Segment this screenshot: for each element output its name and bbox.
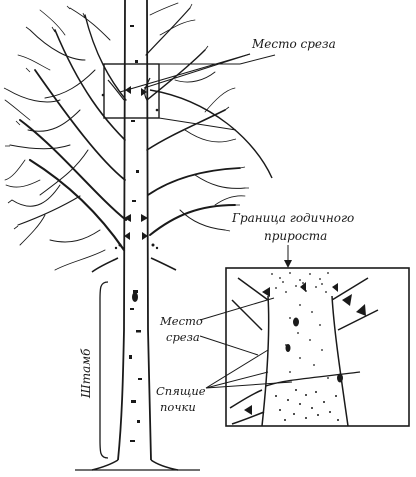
- trunk: [75, 0, 200, 471]
- label-trunk: Штамб: [79, 348, 93, 399]
- crown-branches: [4, 7, 127, 271]
- label-dormant-buds-line2: почки: [160, 400, 196, 414]
- growth-boundary-line: [265, 371, 361, 387]
- label-dormant-buds-line1: Спящие: [156, 384, 206, 398]
- inset-stipple-trunk: [275, 304, 339, 421]
- bark-texture: [129, 25, 142, 442]
- label-annual-growth-line2: прироста: [264, 229, 327, 243]
- trunk-bracket: [99, 281, 109, 459]
- cut-dots: [101, 93, 159, 250]
- bud-ticks: [3, 3, 249, 232]
- top-detail-box: [103, 63, 160, 119]
- inset-cut-marks: [244, 282, 366, 415]
- crown-outline-arc: [149, 89, 273, 179]
- inset-bud-marks: [285, 317, 343, 383]
- inset-trunk: [229, 277, 379, 427]
- cut-marks-trunk: [124, 86, 148, 240]
- top-detail-box-contents: [107, 77, 151, 101]
- label-cut-place-inset-line2: среза: [166, 330, 200, 344]
- label-cut-place-inset-line1: Место: [159, 314, 203, 328]
- leader-lines-top: [119, 53, 276, 131]
- crown-branches-right: [145, 2, 246, 236]
- arrowhead-annual-growth: [284, 260, 292, 268]
- label-annual-growth-line1: Граница годичного: [231, 211, 354, 225]
- inset-box: [225, 267, 410, 427]
- leader-cut-place-inset: [199, 297, 275, 356]
- label-cut-place-top: Место среза: [251, 37, 336, 51]
- leader-dormant-buds: [205, 349, 293, 389]
